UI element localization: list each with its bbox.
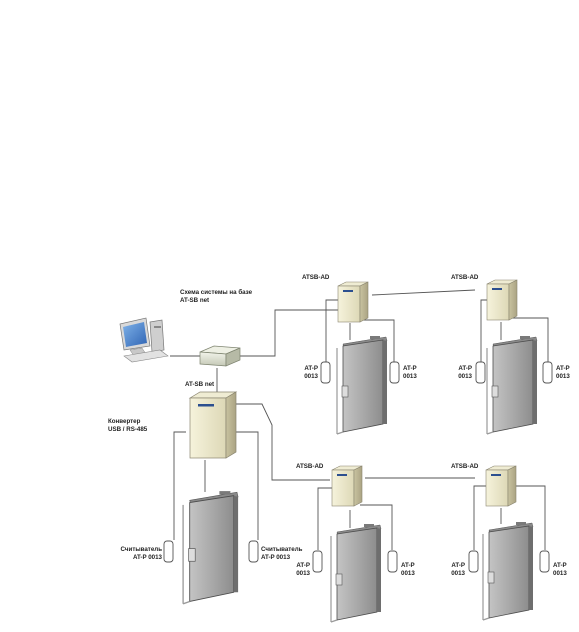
wire-network	[170, 289, 549, 550]
door-main	[182, 490, 239, 605]
wire-hub-controller-1	[238, 309, 340, 357]
reader-label-line-1: AT-P	[403, 365, 417, 372]
network-hub-device	[199, 345, 241, 367]
reader-label-line-2: 0013	[553, 569, 567, 577]
reader-4-left	[468, 550, 479, 573]
main-reader-label-line-1: Считыватель	[261, 546, 303, 553]
converter-label-line-2: USB / RS-485	[108, 425, 148, 433]
reader-label-line-2: 0013	[403, 372, 417, 380]
reader-label-line-2: 0013	[458, 372, 472, 380]
door-2	[486, 335, 538, 435]
reader-3-right	[387, 550, 398, 573]
reader-main-right	[248, 540, 259, 563]
reader-label-line-2: 0013	[401, 569, 415, 577]
main-reader-label-line-1: Считыватель	[120, 546, 162, 553]
controller-label-2: ATSB-AD	[451, 274, 479, 281]
controller-box-4	[485, 465, 517, 507]
reader-2-left	[475, 361, 486, 384]
caption-line-1: Схема системы на базе	[180, 289, 253, 296]
wire-converter-controller-3	[236, 403, 330, 481]
reader-label-line-2: 0013	[304, 372, 318, 380]
controller-label-4: ATSB-AD	[451, 463, 479, 470]
reader-label-line-1: AT-P	[296, 562, 310, 569]
reader-label-line-1: AT-P	[458, 365, 472, 372]
door-3	[330, 523, 382, 623]
controller-label-1: ATSB-AD	[302, 274, 330, 281]
caption-line-2: AT-SB net	[180, 296, 210, 304]
reader-label-line-1: AT-P	[304, 365, 318, 372]
reader-label-line-2: 0013	[556, 372, 570, 380]
computer-icon	[119, 317, 169, 363]
reader-label-line-1: AT-P	[401, 562, 415, 569]
hub-label: AT-SB net	[185, 381, 215, 388]
converter-cabinet	[188, 391, 238, 459]
reader-4-right	[539, 550, 550, 573]
controller-box-2	[486, 279, 518, 321]
reader-label-line-1: AT-P	[556, 365, 570, 372]
controller-box-1	[337, 281, 369, 323]
reader-2-right	[542, 361, 553, 384]
reader-label-line-2: 0013	[451, 569, 465, 577]
reader-1-left	[320, 361, 331, 384]
main-reader-label-line-2: AT-P 0013	[261, 553, 291, 561]
reader-label-line-1: AT-P	[553, 562, 567, 569]
reader-label-line-1: AT-P	[451, 562, 465, 569]
wire-controller-1-2	[371, 289, 476, 296]
converter-label-line-1: Конвертер	[108, 418, 141, 425]
reader-1-right	[389, 361, 400, 384]
reader-main-left	[163, 540, 174, 563]
controller-box-3	[331, 465, 363, 507]
door-4	[482, 521, 534, 621]
main-reader-label-line-2: AT-P 0013	[132, 553, 162, 561]
controller-label-3: ATSB-AD	[296, 463, 324, 470]
door-1	[336, 335, 388, 435]
reader-label-line-2: 0013	[296, 569, 310, 577]
reader-3-left	[312, 550, 323, 573]
